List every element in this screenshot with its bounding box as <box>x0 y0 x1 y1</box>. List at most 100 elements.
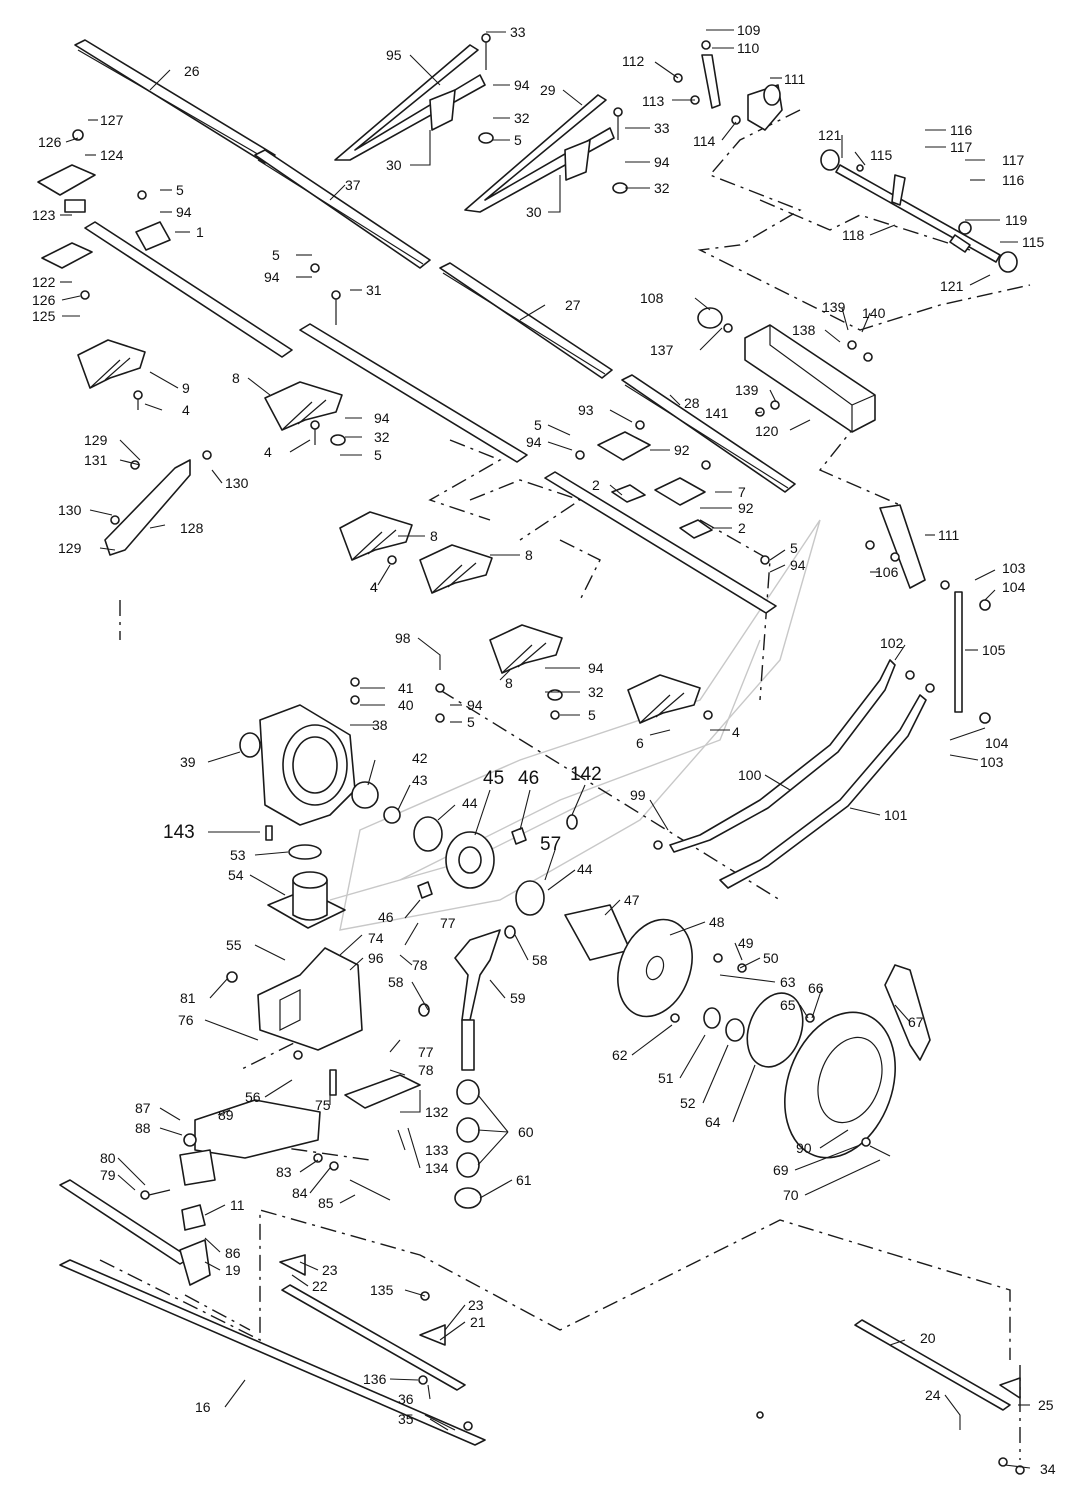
label-34: 34 <box>1040 1461 1056 1477</box>
label-57: 57 <box>540 834 561 855</box>
label-44-b: 44 <box>577 861 593 877</box>
label-121-a: 121 <box>818 127 842 143</box>
label-2-a: 2 <box>592 477 600 493</box>
plate-2 <box>611 484 713 539</box>
label-22: 22 <box>312 1278 328 1294</box>
label-8-a: 8 <box>232 370 240 386</box>
label-56: 56 <box>245 1089 261 1105</box>
label-4-e: 4 <box>732 724 740 740</box>
label-59: 59 <box>510 990 526 1006</box>
label-7: 7 <box>738 484 746 500</box>
label-24: 24 <box>925 1387 941 1403</box>
label-115-b: 115 <box>1022 234 1045 250</box>
label-30-a: 30 <box>386 157 402 173</box>
label-2-b: 2 <box>738 520 746 536</box>
label-64: 64 <box>705 1114 721 1130</box>
label-39: 39 <box>180 754 196 770</box>
label-33-b: 33 <box>654 120 670 136</box>
label-25: 25 <box>1038 1397 1054 1413</box>
lifter-95 <box>334 44 486 161</box>
label-83: 83 <box>276 1164 292 1180</box>
label-50: 50 <box>763 950 779 966</box>
label-38: 38 <box>372 717 388 733</box>
label-4-c: 4 <box>370 579 378 595</box>
label-8-c: 8 <box>525 547 533 563</box>
label-58-a: 58 <box>532 952 548 968</box>
label-92-b: 92 <box>738 500 754 516</box>
label-19: 19 <box>225 1262 241 1278</box>
label-129-b: 129 <box>58 540 82 556</box>
label-118: 118 <box>842 227 865 243</box>
label-36: 36 <box>398 1391 414 1407</box>
label-40: 40 <box>398 697 414 713</box>
lever-89 <box>179 1099 321 1186</box>
label-139-a: 139 <box>822 299 846 315</box>
label-115-a: 115 <box>870 147 893 163</box>
label-78-b: 78 <box>418 1062 434 1078</box>
label-113: 113 <box>642 93 665 109</box>
hub-64 <box>746 992 804 1068</box>
arm-111 <box>879 504 926 589</box>
label-62: 62 <box>612 1047 628 1063</box>
hub-45 <box>445 831 495 889</box>
label-111: 111 <box>938 527 959 543</box>
label-41: 41 <box>398 680 414 696</box>
label-136: 136 <box>363 1371 387 1387</box>
label-28: 28 <box>684 395 700 411</box>
label-110: 110 <box>737 40 760 56</box>
guard-8-d <box>489 624 563 674</box>
label-92-a: 92 <box>674 442 690 458</box>
label-77-b: 77 <box>418 1044 434 1060</box>
guard-8-a <box>264 381 343 431</box>
label-120: 120 <box>755 423 779 439</box>
label-76: 76 <box>178 1012 194 1028</box>
label-117-b: 117 <box>1002 152 1025 168</box>
label-100: 100 <box>738 767 762 783</box>
plate-124 <box>37 164 96 213</box>
label-89: 89 <box>218 1107 234 1123</box>
label-55: 55 <box>226 937 242 953</box>
pulley-90 <box>784 1011 896 1159</box>
knife-rail-37 <box>254 149 431 269</box>
label-5-d: 5 <box>374 447 382 463</box>
knife-rail-26 <box>74 39 276 164</box>
gear-42 <box>351 781 401 824</box>
label-58-b: 58 <box>388 974 404 990</box>
disc-48 <box>617 918 693 1018</box>
label-30-b: 30 <box>526 204 542 220</box>
label-23-a: 23 <box>322 1262 338 1278</box>
label-88: 88 <box>135 1120 151 1136</box>
label-98: 98 <box>395 630 411 646</box>
channel-120 <box>697 307 876 433</box>
label-94-i: 94 <box>588 660 604 676</box>
label-53: 53 <box>230 847 246 863</box>
label-45: 45 <box>483 768 504 789</box>
label-78-a: 78 <box>412 957 428 973</box>
label-67: 67 <box>908 1014 924 1030</box>
knife-rail-27 <box>439 262 613 379</box>
label-61: 61 <box>516 1172 532 1188</box>
label-139-b: 139 <box>735 382 759 398</box>
label-11: 11 <box>230 1197 245 1213</box>
label-96: 96 <box>368 950 384 966</box>
label-32-c: 32 <box>374 429 390 445</box>
label-21: 21 <box>470 1314 486 1330</box>
label-5-c: 5 <box>272 247 280 263</box>
label-134: 134 <box>425 1160 449 1176</box>
label-108: 108 <box>640 290 664 306</box>
label-51: 51 <box>658 1070 674 1086</box>
label-75: 75 <box>315 1097 331 1113</box>
label-111-top: 111 <box>784 71 805 87</box>
label-114: 114 <box>693 133 716 149</box>
label-130-b: 130 <box>58 502 82 518</box>
label-54: 54 <box>228 867 244 883</box>
label-74: 74 <box>368 930 384 946</box>
label-138: 138 <box>792 322 816 338</box>
shaft-118 <box>820 149 1018 273</box>
label-94-d: 94 <box>264 269 280 285</box>
label-121-b: 121 <box>940 278 964 294</box>
label-105: 105 <box>982 642 1006 658</box>
label-43: 43 <box>412 772 428 788</box>
knife-bar-16 <box>59 1259 486 1446</box>
